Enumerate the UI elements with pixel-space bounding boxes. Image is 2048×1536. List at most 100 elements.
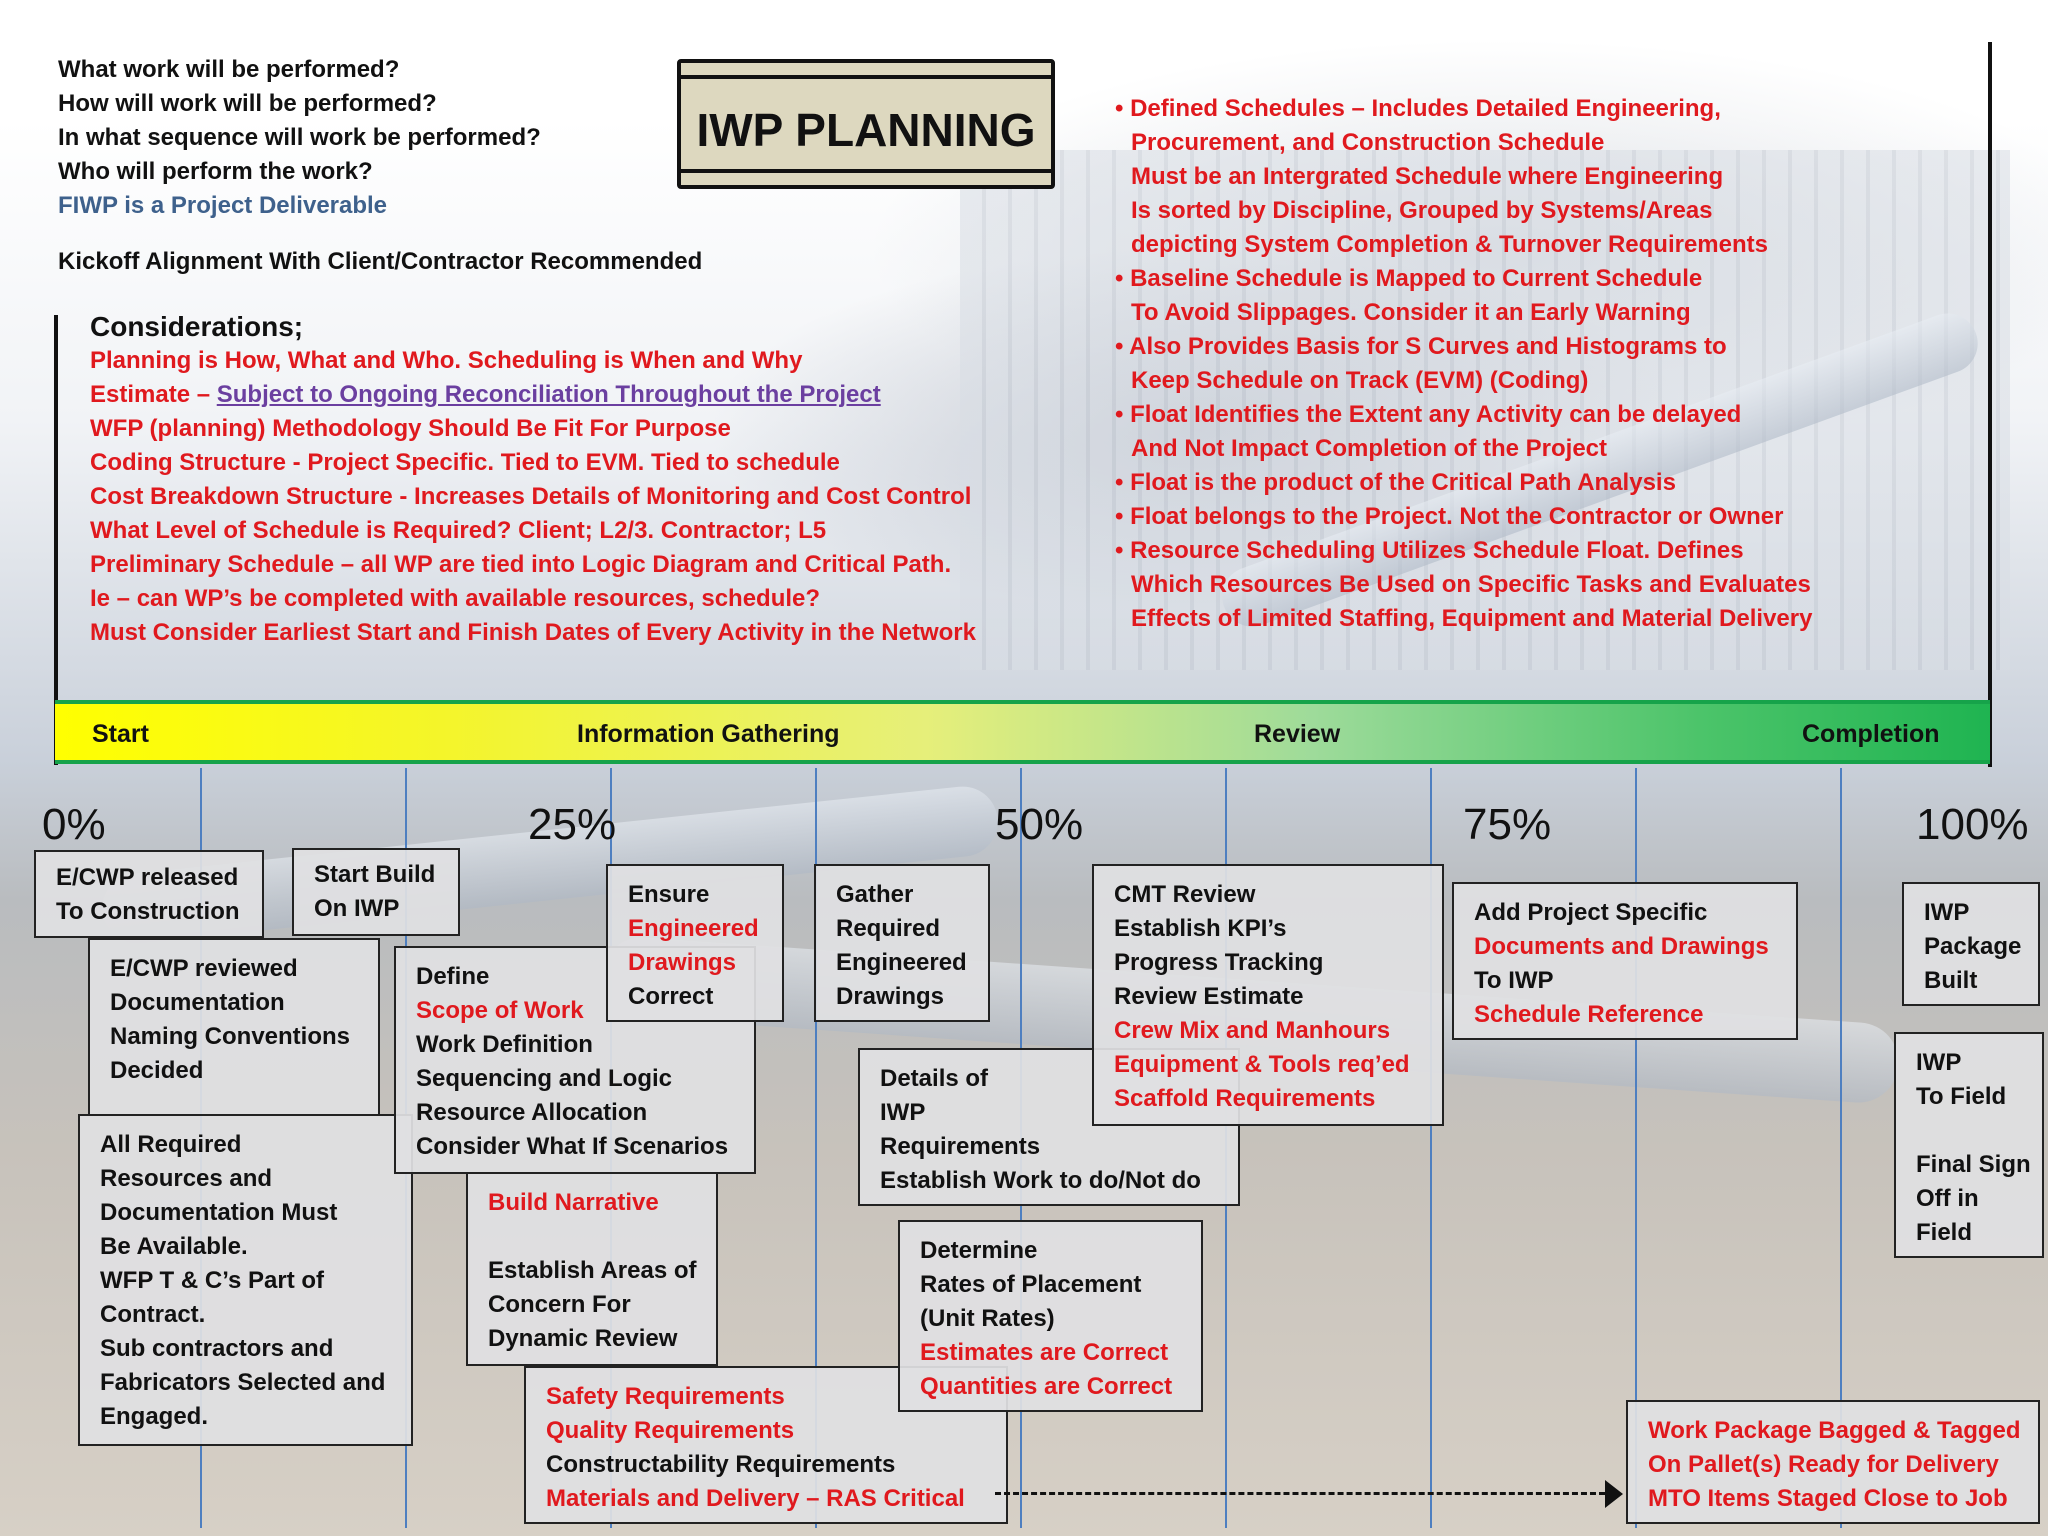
box-line: Be Available.: [100, 1233, 248, 1260]
box-line: Review Estimate: [1114, 983, 1304, 1010]
considerations-line: What Level of Schedule is Required? Clie…: [90, 517, 827, 544]
box-ecwp-reviewed: E/CWP reviewed Documentation Naming Conv…: [88, 938, 380, 1116]
kickoff-note: Kickoff Alignment With Client/Contractor…: [58, 248, 703, 275]
box-work-package-bagged: Work Package Bagged & Tagged On Pallet(s…: [1626, 1400, 2040, 1524]
box-line: IWP: [880, 1099, 926, 1126]
timeline-tick: [1635, 768, 1637, 1528]
box-add-project-specific: Add Project Specific Documents and Drawi…: [1452, 882, 1798, 1040]
schedule-note: Keep Schedule on Track (EVM) (Coding): [1131, 367, 1589, 394]
box-line: Drawings: [836, 983, 945, 1010]
question-who: Who will perform the work?: [58, 158, 373, 185]
schedule-note: To Avoid Slippages. Consider it an Early…: [1131, 299, 1691, 326]
percent-75: 75%: [1463, 800, 1552, 849]
timeline-tick: [1430, 768, 1432, 1528]
box-line: Equipment & Tools req’ed: [1114, 1051, 1410, 1078]
box-line: IWP: [1924, 899, 1970, 926]
box-line: Dynamic Review: [488, 1325, 678, 1352]
considerations-heading: Considerations;: [90, 311, 304, 342]
box-line: Determine: [920, 1237, 1038, 1264]
box-line: Quality Requirements: [546, 1417, 795, 1444]
percent-0: 0%: [42, 800, 106, 849]
percent-100: 100%: [1916, 800, 2029, 849]
box-line: Documentation Must: [100, 1199, 338, 1226]
box-line: Scaffold Requirements: [1114, 1085, 1376, 1112]
box-line: Requirements: [880, 1133, 1041, 1160]
box-line: To Field: [1916, 1083, 2007, 1110]
schedule-note: Effects of Limited Staffing, Equipment a…: [1131, 605, 1813, 632]
reconciliation-link[interactable]: Subject to Ongoing Reconciliation Throug…: [216, 381, 881, 408]
box-line: IWP: [1916, 1049, 1962, 1076]
box-all-required: All Required Resources and Documentation…: [78, 1114, 413, 1446]
box-line: Engineered: [628, 915, 759, 942]
phase-information-gathering: Information Gathering: [577, 720, 840, 748]
box-line: Start Build: [314, 861, 436, 888]
title-bar-top: [681, 75, 1051, 79]
schedule-note: • Resource Scheduling Utilizes Schedule …: [1115, 537, 1744, 564]
phase-review: Review: [1254, 720, 1341, 748]
phase-completion: Completion: [1802, 720, 1940, 748]
considerations-line: Must Consider Earliest Start and Finish …: [90, 619, 976, 646]
box-line: Required: [836, 915, 941, 942]
box-package-built: IWP Package Built: [1902, 882, 2040, 1006]
considerations-line: Ie – can WP’s be completed with availabl…: [90, 585, 821, 612]
box-line: Documents and Drawings: [1474, 933, 1769, 960]
considerations-line: Coding Structure - Project Specific. Tie…: [90, 449, 840, 476]
schedule-note: • Float is the product of the Critical P…: [1115, 469, 1676, 496]
box-line: Field: [1916, 1219, 1973, 1246]
box-line: Progress Tracking: [1114, 949, 1324, 976]
box-line: On IWP: [314, 895, 400, 922]
considerations-line: WFP (planning) Methodology Should Be Fit…: [90, 415, 731, 442]
box-ecwp-released: E/CWP released To Construction: [34, 850, 264, 938]
box-line: Package: [1924, 933, 2022, 960]
schedule-note: • Baseline Schedule is Mapped to Current…: [1115, 265, 1703, 292]
box-line: Add Project Specific: [1474, 899, 1708, 926]
box-line: E/CWP released: [56, 864, 239, 891]
header-questions: What work will be performed? How will wo…: [58, 53, 541, 223]
box-line: Naming Conventions: [110, 1023, 351, 1050]
box-line: (Unit Rates): [920, 1305, 1055, 1332]
box-spacer: [1916, 1114, 2028, 1148]
box-line: Gather: [836, 881, 914, 908]
box-define-scope: Define Scope of Work Work Definition Seq…: [394, 946, 756, 1174]
schedule-note: Is sorted by Discipline, Grouped by Syst…: [1131, 197, 1713, 224]
box-line: Resource Allocation: [416, 1099, 648, 1126]
box-line: Scope of Work: [416, 997, 584, 1024]
box-line: Establish KPI’s: [1114, 915, 1287, 942]
box-line: To Construction: [56, 898, 240, 925]
page-title: IWP PLANNING: [696, 104, 1036, 156]
box-line: Correct: [628, 983, 714, 1010]
box-line: Contract.: [100, 1301, 206, 1328]
box-line: Fabricators Selected and: [100, 1369, 386, 1396]
timeline-tick: [1840, 768, 1842, 1528]
schedule-note: depicting System Completion & Turnover R…: [1131, 231, 1768, 258]
box-line: On Pallet(s) Ready for Delivery: [1648, 1451, 1999, 1478]
box-line: Build Narrative: [488, 1189, 659, 1216]
box-ensure-drawings: Ensure Engineered Drawings Correct: [606, 864, 784, 1022]
box-line: Work Package Bagged & Tagged: [1648, 1417, 2021, 1444]
phase-band: Start Information Gathering Review Compl…: [55, 700, 1990, 764]
box-line: Schedule Reference: [1474, 1001, 1704, 1028]
box-line: To IWP: [1474, 967, 1554, 994]
box-line: Establish Work to do/Not do: [880, 1167, 1201, 1194]
box-line: WFP T & C’s Part of: [100, 1267, 325, 1294]
schedule-note: And Not Impact Completion of the Project: [1131, 435, 1608, 462]
box-line: Final Sign: [1916, 1151, 2031, 1178]
box-line: E/CWP reviewed: [110, 955, 298, 982]
title-box: IWP PLANNING: [677, 59, 1055, 189]
schedule-note: • Also Provides Basis for S Curves and H…: [1115, 333, 1727, 360]
schedule-notes: • Defined Schedules – Includes Detailed …: [1115, 92, 1812, 636]
box-line: Estimates are Correct: [920, 1339, 1169, 1366]
phase-start: Start: [92, 720, 149, 748]
delivery-arrow-head-icon: [1605, 1480, 1623, 1508]
considerations-line: Preliminary Schedule – all WP are tied i…: [90, 551, 952, 578]
question-sequence: In what sequence will work be performed?: [58, 124, 541, 151]
box-line: Establish Areas of: [488, 1257, 697, 1284]
box-line: Safety Requirements: [546, 1383, 785, 1410]
timeline-tick: [815, 768, 817, 1528]
box-iwp-to-field: IWP To Field Final Sign Off in Field: [1894, 1032, 2044, 1258]
box-spacer: [488, 1220, 702, 1254]
schedule-note: Must be an Intergrated Schedule where En…: [1131, 163, 1724, 190]
considerations-line: Cost Breakdown Structure - Increases Det…: [90, 483, 972, 510]
deliverable-note: FIWP is a Project Deliverable: [58, 192, 388, 219]
box-line: Drawings: [628, 949, 737, 976]
